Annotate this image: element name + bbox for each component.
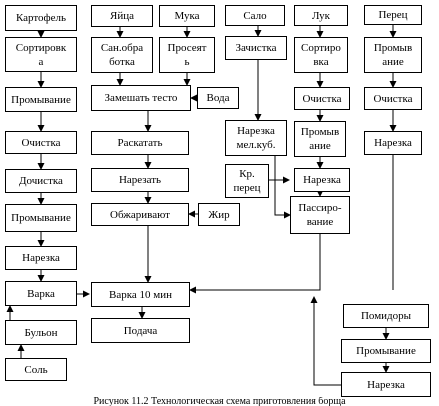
figure-caption: Рисунок 11.2 Технологическая схема приго… [93,397,346,406]
node-narezka-potato: Нарезка [5,246,77,270]
node-varka-10-min: Варка 10 мин [91,282,190,307]
arrow-narezka-passirovanie [274,156,291,219]
node-raskatat: Раскатать [91,131,189,155]
node-promyvanie-potato-2: Промывание [5,204,77,232]
node-promyvanie-tomato: Промывание [341,339,431,363]
node-sanobrabotka: Сан.обра ботка [91,37,153,73]
node-sortirovka-potato: Сортировк а [5,37,77,72]
node-promyvanie-onion: Промыв ание [294,121,346,157]
node-dochistka: Дочистка [5,169,77,193]
node-muka: Мука [159,5,215,27]
node-yaica: Яйца [91,5,153,27]
node-sol: Соль [5,358,67,381]
node-narezka-onion: Нарезка [294,168,350,192]
node-varka: Варка [5,281,77,306]
node-kr-perec: Кр. перец [225,164,269,198]
arrow-passirovanie-varka10 [189,234,321,294]
node-proseyat: Просеят ь [159,37,215,73]
arrow-narezka-varka10-tomato [310,296,341,386]
node-obzharivayut: Обжаривают [91,203,189,226]
node-narezka-tomato: Нарезка [341,372,431,397]
node-narezka-pepper: Нарезка [364,131,422,155]
node-perec: Перец [364,5,422,25]
node-zhir: Жир [198,203,240,226]
node-zameshat-testo: Замешать тесто [91,85,191,111]
node-narezat: Нарезать [91,168,189,192]
node-ochistka-pepper: Очистка [364,87,422,110]
node-kartofel: Картофель [5,5,77,31]
node-promyvanie-pepper: Промыв ание [364,37,422,73]
node-salo: Сало [225,5,285,26]
node-sortirovka-onion: Сортиро вка [294,37,348,73]
node-ochistka-onion: Очистка [294,87,350,110]
node-promyvanie-potato-1: Промывание [5,87,77,112]
node-podacha: Подача [91,318,190,343]
node-passirovanie: Пассиро- вание [290,196,350,234]
node-narezka-melkub: Нарезка мел.куб. [225,120,287,156]
node-luk: Лук [294,5,348,26]
node-bulon: Бульон [5,320,77,345]
node-ochistka-potato: Очистка [5,131,77,154]
node-zachistka: Зачистка [225,36,287,60]
node-pomidory: Помидоры [343,304,429,328]
node-voda: Вода [197,87,239,109]
